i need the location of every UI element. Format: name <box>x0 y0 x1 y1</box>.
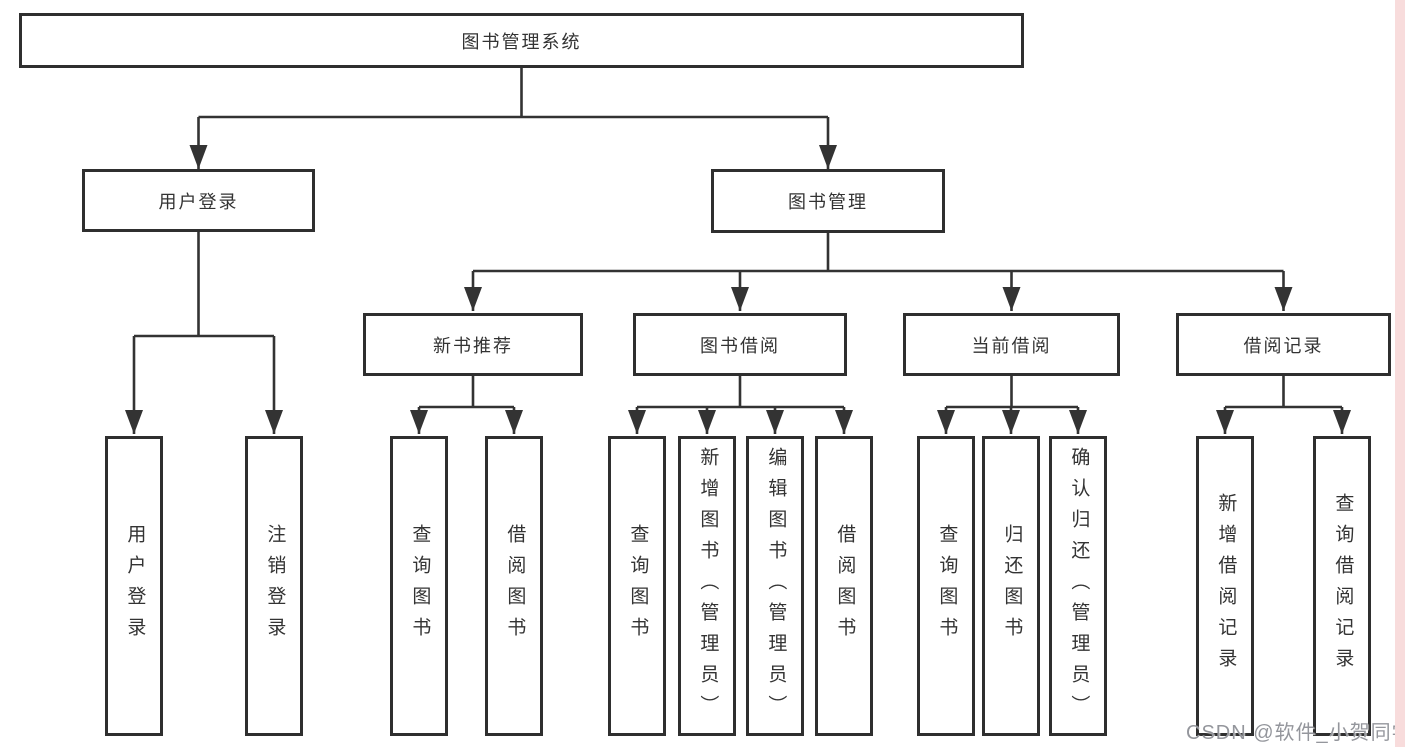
node-new-book-recommendation: 新书推荐 <box>363 313 583 376</box>
leaf-recommend-query-books: 查询图书 <box>390 436 448 736</box>
leaf-recommend-borrow-books: 借阅图书 <box>485 436 543 736</box>
leaf-borrowing-add-books-admin: 新增图书（管理员） <box>678 436 736 736</box>
leaf-label: 归还图书 <box>1001 524 1023 648</box>
node-user-login: 用户登录 <box>82 169 315 232</box>
leaf-records-query-borrow-record: 查询借阅记录 <box>1313 436 1371 736</box>
leaf-label: 用户登录 <box>124 524 146 648</box>
node-borrowing-records: 借阅记录 <box>1176 313 1391 376</box>
leaf-user-login: 用户登录 <box>105 436 163 736</box>
leaf-borrowing-edit-books-admin: 编辑图书（管理员） <box>746 436 804 736</box>
watermark-text: CSDN @软件_小贺同学 <box>1186 722 1405 744</box>
leaf-current-return-books: 归还图书 <box>982 436 1040 736</box>
leaf-label: 新增借阅记录 <box>1215 493 1237 679</box>
leaf-label: 查询借阅记录 <box>1332 493 1354 679</box>
node-current-borrowing: 当前借阅 <box>903 313 1120 376</box>
leaf-label: 借阅图书 <box>504 524 526 648</box>
leaf-borrowing-query-books: 查询图书 <box>608 436 666 736</box>
leaf-label: 借阅图书 <box>834 524 856 648</box>
leaf-borrowing-borrow-books: 借阅图书 <box>815 436 873 736</box>
leaf-label: 查询图书 <box>627 524 649 648</box>
node-book-management-system: 图书管理系统 <box>19 13 1024 68</box>
leaf-label: 查询图书 <box>936 524 958 648</box>
leaf-records-add-borrow-record: 新增借阅记录 <box>1196 436 1254 736</box>
leaf-label: 确认归还（管理员） <box>1068 446 1090 726</box>
leaf-label: 编辑图书（管理员） <box>765 446 787 726</box>
leaf-label: 注销登录 <box>264 524 286 648</box>
leaf-current-query-books: 查询图书 <box>917 436 975 736</box>
right-edge-strip <box>1395 0 1405 747</box>
node-book-borrowing: 图书借阅 <box>633 313 847 376</box>
leaf-logout-login: 注销登录 <box>245 436 303 736</box>
node-book-management: 图书管理 <box>711 169 945 233</box>
leaf-current-confirm-return-admin: 确认归还（管理员） <box>1049 436 1107 736</box>
leaf-label: 查询图书 <box>409 524 431 648</box>
leaf-label: 新增图书（管理员） <box>697 446 719 726</box>
